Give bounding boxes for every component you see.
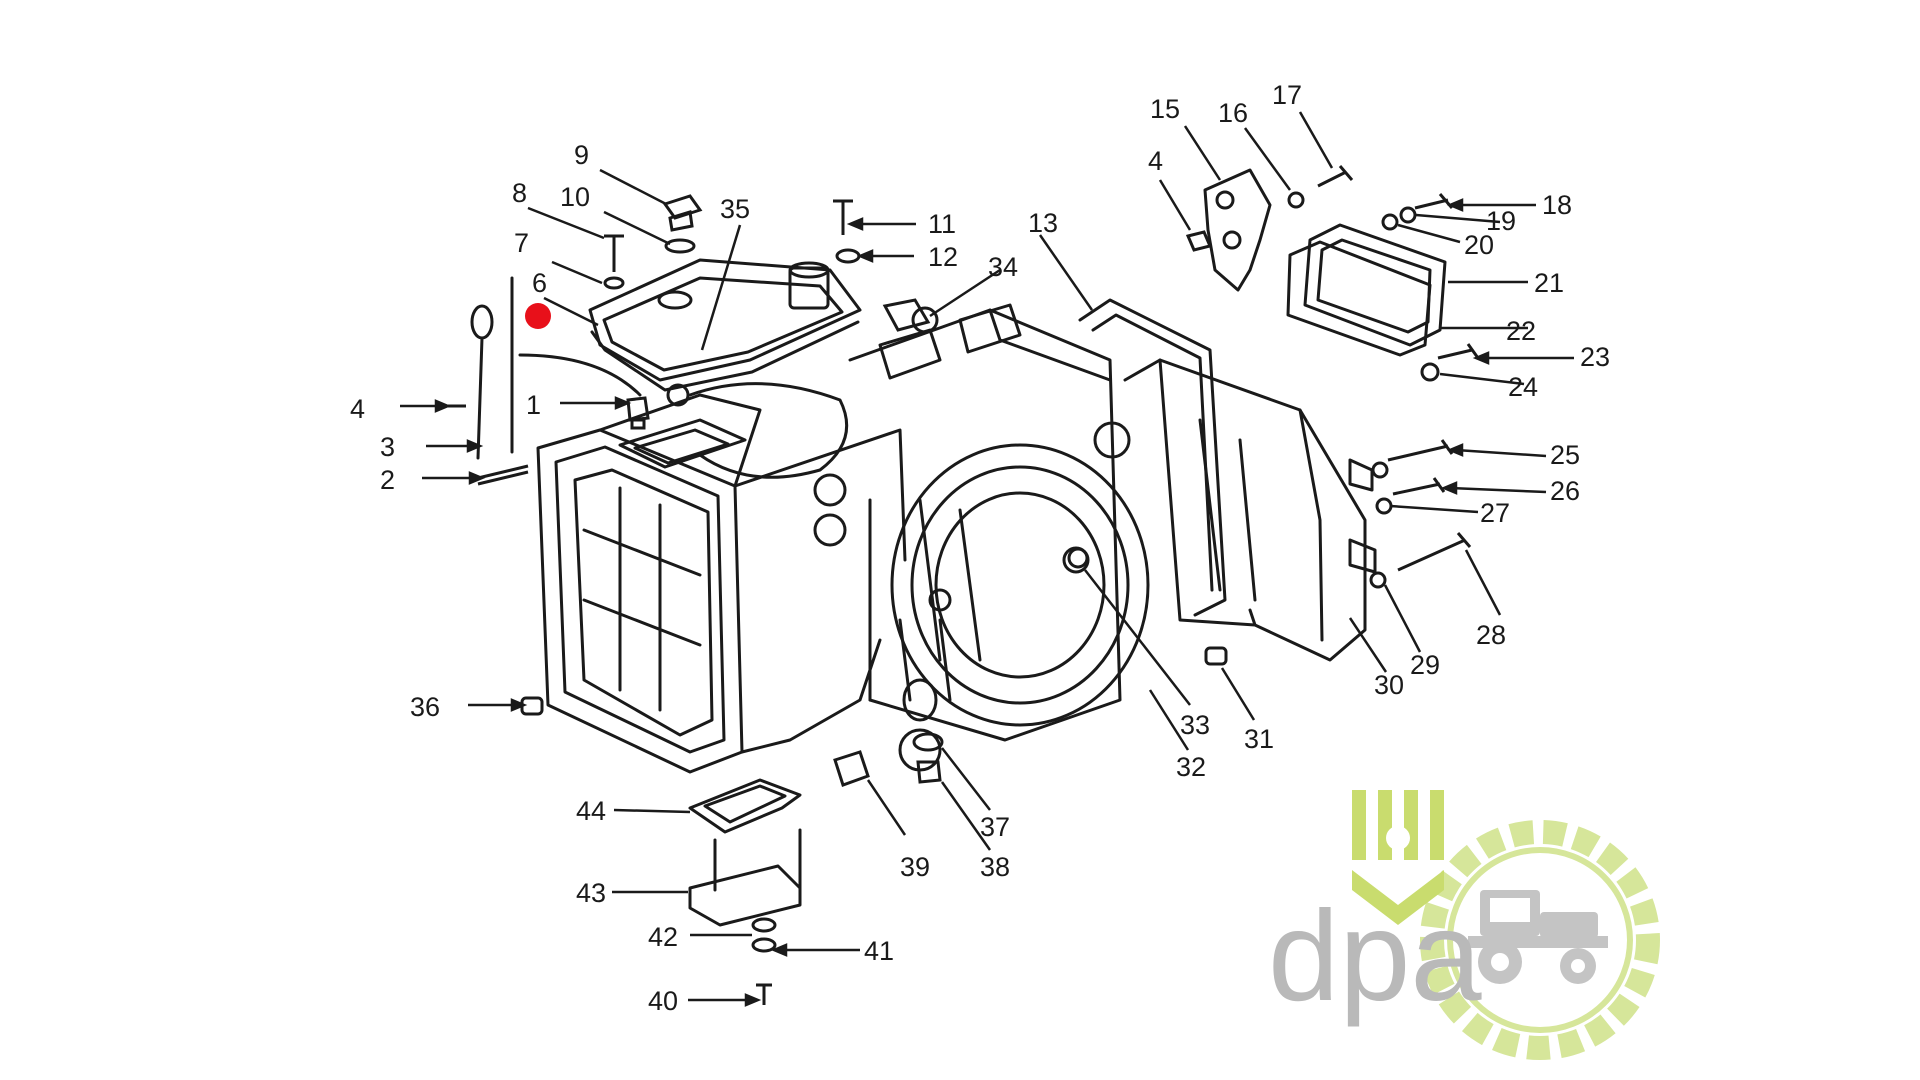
callout-31: 31 [1244,724,1274,754]
callout-33: 33 [1180,710,1210,740]
callout-38: 38 [980,852,1010,882]
callout-30: 30 [1374,670,1404,700]
callout-7: 7 [514,228,529,258]
callout-29: 29 [1410,650,1440,680]
callout-37: 37 [980,812,1010,842]
callout-21: 21 [1534,268,1564,298]
callout-25: 25 [1550,440,1580,470]
callout-43: 43 [576,878,606,908]
tractor-gear-logo-icon [1420,820,1660,1060]
callout-44: 44 [576,796,606,826]
callout-36: 36 [410,692,440,722]
callout-labels: 1 2 3 4 4 6 7 8 9 10 11 12 13 15 16 17 1… [350,80,1610,1016]
callout-42: 42 [648,922,678,952]
callout-22: 22 [1506,316,1536,346]
callout-13: 13 [1028,208,1058,238]
leader-lines [400,111,1574,1007]
callout-35: 35 [720,194,750,224]
callout-23: 23 [1580,342,1610,372]
highlight-marker [525,303,551,329]
callout-28: 28 [1476,620,1506,650]
callout-2: 2 [380,465,395,495]
callout-16: 16 [1218,98,1248,128]
callout-10: 10 [560,182,590,212]
callout-15: 15 [1150,94,1180,124]
callout-40: 40 [648,986,678,1016]
callout-20: 20 [1464,230,1494,260]
callout-9: 9 [574,140,589,170]
callout-4-left: 4 [350,394,365,424]
callout-3: 3 [380,432,395,462]
callout-26: 26 [1550,476,1580,506]
callout-17: 17 [1272,80,1302,110]
callout-39: 39 [900,852,930,882]
callout-19: 19 [1486,206,1516,236]
callout-27: 27 [1480,498,1510,528]
callout-11: 11 [928,209,956,239]
callout-32: 32 [1176,752,1206,782]
wheat-icon [1352,790,1444,925]
watermark-logo: dpa [1268,790,1660,1060]
callout-6: 6 [532,268,547,298]
callout-1: 1 [526,390,541,420]
callout-12: 12 [928,242,958,272]
small-parts [448,165,1480,1005]
callout-4-right: 4 [1148,146,1163,176]
callout-18: 18 [1542,190,1572,220]
callout-24: 24 [1508,372,1538,402]
watermark-text: dpa [1268,885,1482,1028]
callout-41: 41 [864,936,894,966]
callout-34: 34 [988,252,1018,282]
callout-8: 8 [512,178,527,208]
transmission-housing-drawing [470,168,1447,927]
